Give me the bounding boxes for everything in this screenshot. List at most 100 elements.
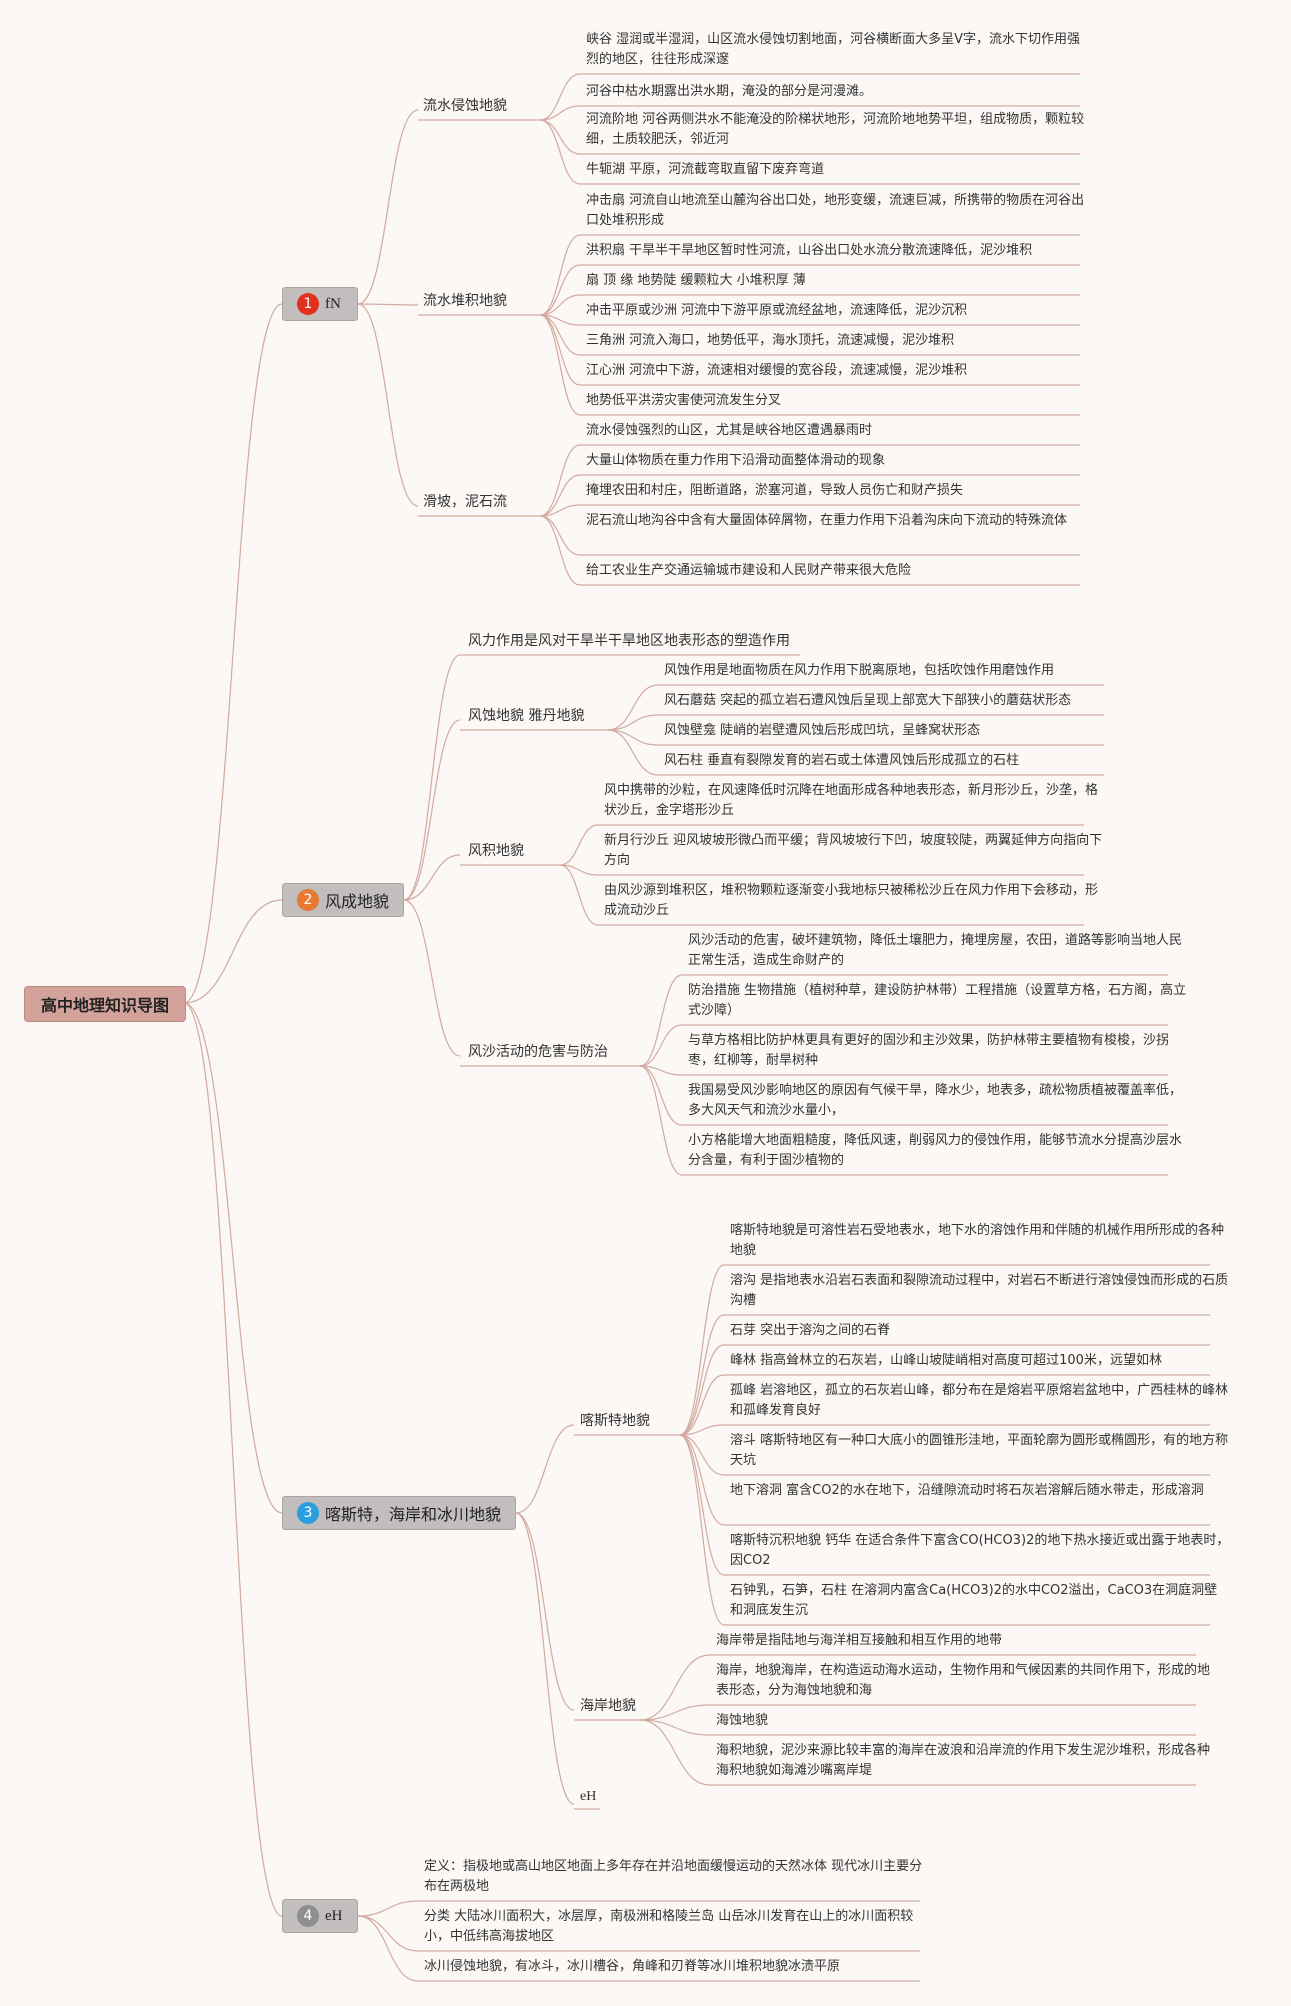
connector-line: [639, 1065, 683, 1176]
b3-c2-topic[interactable]: 海岸地貌: [580, 1698, 636, 1714]
connector-line: [403, 854, 461, 901]
b4-item[interactable]: 定义：指极地或高山地区地面上多年存在并沿地面缓慢运动的天然冰体 现代冰川主要分布…: [424, 1859, 923, 1894]
branch-1-label: fN: [325, 295, 341, 312]
b2-c2-item[interactable]: 由风沙源到堆积区，堆积物颗粒逐渐变小我地标只被稀松沙丘在风力作用下会移动，形成流…: [604, 883, 1099, 918]
connector-line: [183, 1002, 283, 1514]
b3-c1-item[interactable]: 峰林 指高耸林立的石灰岩，山峰山坡陡峭相对高度可超过100米，远望如林: [730, 1353, 1162, 1368]
root-topic[interactable]: 高中地理知识导图: [24, 986, 186, 1022]
b1-c3-item[interactable]: 大量山体物质在重力作用下沿滑动面整体滑动的现象: [586, 453, 886, 468]
b2-c0-topic[interactable]: 风力作用是风对干旱半干旱地区地表形态的塑造作用: [468, 633, 790, 649]
branch-4-label: eH: [325, 1907, 343, 1924]
connector-line: [539, 264, 581, 316]
connector-line: [559, 864, 599, 876]
b3-c1-item[interactable]: 溶沟 是指地表水沿岩石表面和裂隙流动过程中，对岩石不断进行溶蚀侵蚀而形成的石质沟…: [730, 1273, 1229, 1308]
b1-c2-item[interactable]: 三角洲 河流入海口，地势低平，海水顶托，流速减慢，泥沙堆积: [586, 333, 955, 348]
b4-item[interactable]: 分类 大陆冰川面积大，冰层厚，南极洲和格陵兰岛 山岳冰川发育在山上的冰川面积较小…: [424, 1909, 914, 1944]
number-2-icon: 2: [297, 889, 319, 911]
b2-c3-item[interactable]: 防治措施 生物措施（植树种草，建设防护林带）工程措施（设置草方格，石方阁，高立式…: [688, 983, 1187, 1018]
connector-line: [559, 864, 599, 926]
b2-c3-item[interactable]: 我国易受风沙影响地区的原因有气候干旱，降水少，地表多，疏松物质植被覆盖率低，多大…: [688, 1083, 1183, 1118]
connector-line: [679, 1374, 725, 1436]
b1-c1-item[interactable]: 牛轭湖 平原，河流截弯取直留下废弃弯道: [586, 162, 825, 177]
connector-line: [515, 1512, 575, 1805]
b2-c3-item[interactable]: 与草方格相比防护林更具有更好的固沙和主沙效果，防护林带主要植物有梭梭，沙拐枣，红…: [688, 1033, 1170, 1068]
connector-line: [679, 1314, 725, 1436]
b2-c1-item[interactable]: 风蚀壁龛 陡峭的岩壁遭风蚀后形成凹坑，呈蜂窝状形态: [664, 723, 981, 738]
connector-line: [357, 1915, 419, 1982]
connector-line: [539, 515, 581, 586]
connector-line: [679, 1434, 725, 1476]
b2-c3-item[interactable]: 风沙活动的危害，破坏建筑物，降低土壤肥力，掩埋房屋，农田，道路等影响当地人民正常…: [688, 933, 1183, 968]
b1-c1-item[interactable]: 河流阶地 河谷两侧洪水不能淹没的阶梯状地形，河流阶地地势平坦，组成物质，颗粒较细…: [586, 112, 1085, 147]
connector-line: [357, 303, 419, 306]
b2-c1-item[interactable]: 风石蘑菇 突起的孤立岩石遭风蚀后呈现上部宽大下部狭小的蘑菇状形态: [664, 693, 1072, 708]
connector-line: [539, 119, 581, 155]
connector-line: [357, 303, 419, 507]
b1-c3-item[interactable]: 给工农业生产交通运输城市建设和人民财产带来很大危险: [586, 563, 912, 578]
b3-c1-item[interactable]: 孤峰 岩溶地区，孤立的石灰岩山峰，都分布在是熔岩平原熔岩盆地中，广西桂林的峰林和…: [730, 1383, 1229, 1418]
b1-c3-item[interactable]: 掩埋农田和村庄，阻断道路，淤塞河道，导致人员伤亡和财产损失: [586, 483, 964, 498]
connector-line: [679, 1344, 725, 1436]
b1-c2-item[interactable]: 冲击平原或沙洲 河流中下游平原或流经盆地，流速降低，泥沙沉积: [586, 303, 968, 318]
b1-c3-item[interactable]: 流水侵蚀强烈的山区，尤其是峡谷地区遭遇暴雨时: [586, 423, 873, 438]
b3-c2-item[interactable]: 海岸，地貌海岸，在构造运动海水运动，生物作用和气候因素的共同作用下，形成的地表形…: [716, 1663, 1211, 1698]
b3-c2-item[interactable]: 海蚀地貌: [716, 1713, 769, 1728]
connector-line: [539, 294, 581, 316]
b3-c1-item[interactable]: 石钟乳，石笋，石柱 在溶洞内富含Ca(HCO3)2的水中CO2溢出，CaCO3在…: [730, 1583, 1218, 1618]
b1-c1-item[interactable]: 峡谷 湿润或半湿润，山区流水侵蚀切割地面，河谷横断面大多呈V字，流水下切作用强烈…: [586, 32, 1081, 67]
b1-c2-item[interactable]: 洪积扇 干旱半干旱地区暂时性河流，山谷出口处水流分散流速降低，泥沙堆积: [586, 243, 1033, 258]
b2-c1-topic[interactable]: 风蚀地貌 雅丹地貌: [468, 708, 585, 724]
connector-line: [607, 684, 659, 731]
b3-c1-item[interactable]: 石芽 突出于溶沟之间的石脊: [730, 1323, 891, 1338]
connector-line: [539, 314, 581, 416]
connector-line: [639, 1065, 683, 1126]
b3-c1-item[interactable]: 喀斯特沉积地貌 钙华 在适合条件下富含CO(HCO3)2的地下热水接近或出露于地…: [730, 1533, 1230, 1568]
connector-line: [357, 1915, 419, 1952]
connector-line: [539, 119, 581, 185]
connector-line: [515, 1424, 575, 1514]
b3-c1-topic[interactable]: 喀斯特地貌: [580, 1413, 650, 1429]
b3-c1-item[interactable]: 溶斗 喀斯特地区有一种口大底小的圆锥形洼地，平面轮廓为圆形或椭圆形，有的地方称天…: [730, 1433, 1229, 1468]
b4-item[interactable]: 冰川侵蚀地貌，有冰斗，冰川槽谷，角峰和刃脊等冰川堆积地貌冰渍平原: [424, 1959, 841, 1974]
branch-2-topic[interactable]: 2 风成地貌: [282, 883, 404, 917]
b3-c3-topic[interactable]: eH: [580, 1789, 597, 1804]
b3-c2-item[interactable]: 海岸带是指陆地与海洋相互接触和相互作用的地带: [716, 1633, 1003, 1648]
connector-line: [679, 1424, 725, 1436]
connector-line: [639, 1654, 711, 1721]
branch-3-label: 喀斯特，海岸和冰川地貌: [325, 1505, 502, 1524]
b1-c3-topic[interactable]: 滑坡，泥石流: [423, 494, 507, 510]
connector-line: [539, 504, 581, 517]
b2-c3-item[interactable]: 小方格能增大地面粗糙度，降低风速，削弱风力的侵蚀作用，能够节流水分提高沙层水分含…: [688, 1133, 1183, 1168]
b1-c3-item[interactable]: 泥石流山地沟谷中含有大量固体碎屑物，在重力作用下沿着沟床向下流动的特殊流体: [586, 513, 1068, 528]
b1-c2-item[interactable]: 冲击扇 河流自山地流至山麓沟谷出口处，地形变缓，流速巨减，所携带的物质在河谷出口…: [586, 193, 1085, 228]
b2-c1-item[interactable]: 风蚀作用是地面物质在风力作用下脱离原地，包括吹蚀作用磨蚀作用: [664, 663, 1055, 678]
b3-c1-item[interactable]: 地下溶洞 富含CO2的水在地下，沿缝隙流动时将石灰岩溶解后随水带走，形成溶洞: [730, 1483, 1204, 1498]
connector-line: [679, 1264, 725, 1436]
connector-line: [639, 974, 683, 1067]
connector-line: [639, 1719, 711, 1786]
b2-c2-item[interactable]: 新月行沙丘 迎风坡坡形微凸而平缓；背风坡坡行下凹，坡度较陡，两翼延伸方向指向下方…: [604, 833, 1103, 868]
connector-line: [539, 474, 581, 517]
number-1-icon: 1: [297, 293, 319, 315]
connector-line: [183, 303, 283, 1004]
b1-c2-item[interactable]: 江心洲 河流中下游，流速相对缓慢的宽谷段，流速减慢，泥沙堆积: [586, 363, 968, 378]
branch-1-topic[interactable]: 1 fN: [282, 287, 358, 321]
branch-2-label: 风成地貌: [325, 892, 390, 911]
b2-c2-topic[interactable]: 风积地貌: [468, 843, 524, 859]
b3-c2-item[interactable]: 海积地貌，泥沙来源比较丰富的海岸在波浪和沿岸流的作用下发生泥沙堆积，形成各种海积…: [716, 1743, 1211, 1778]
b1-c2-topic[interactable]: 流水堆积地貌: [423, 293, 507, 309]
b2-c1-item[interactable]: 风石柱 垂直有裂隙发育的岩石或土体遭风蚀后形成孤立的石柱: [664, 753, 1020, 768]
connector-line: [607, 729, 659, 746]
b2-c2-item[interactable]: 风中携带的沙粒，在风速降低时沉降在地面形成各种地表形态，新月形沙丘，沙垄，格状沙…: [604, 783, 1099, 818]
b1-c1-topic[interactable]: 流水侵蚀地貌: [423, 98, 507, 114]
b1-c2-item[interactable]: 地势低平洪涝灾害使河流发生分叉: [586, 393, 782, 408]
b1-c1-item[interactable]: 河谷中枯水期露出洪水期，淹没的部分是河漫滩。: [586, 84, 873, 99]
connector-line: [539, 234, 581, 316]
b2-c3-topic[interactable]: 风沙活动的危害与防治: [468, 1044, 608, 1060]
connector-line: [515, 1512, 575, 1711]
b3-c1-item[interactable]: 喀斯特地貌是可溶性岩石受地表水，地下水的溶蚀作用和伴随的机械作用所形成的各种地貌: [730, 1223, 1225, 1258]
b1-c2-item[interactable]: 扇 顶 缘 地势陡 缓颗粒大 小堆积厚 薄: [586, 273, 806, 288]
